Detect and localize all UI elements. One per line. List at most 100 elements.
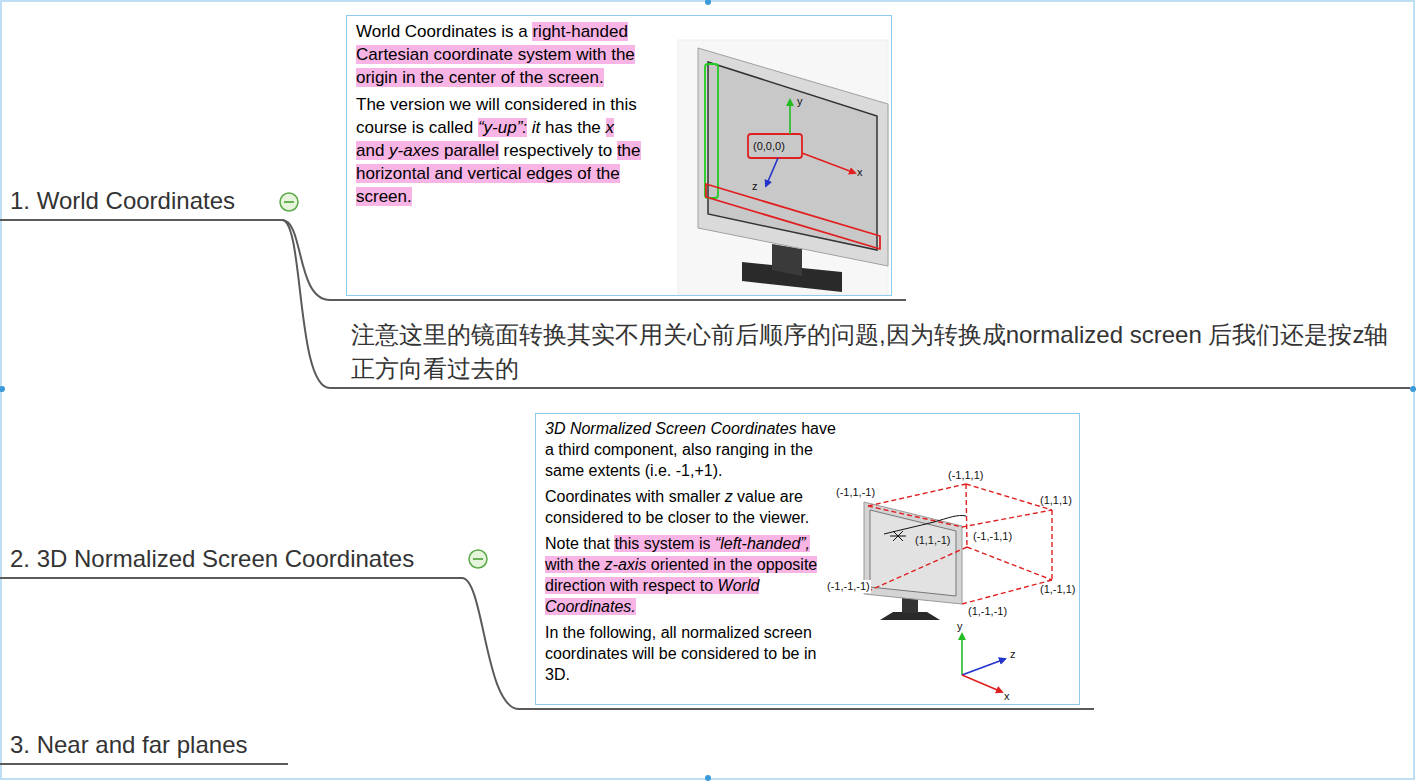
word: the xyxy=(420,68,444,87)
topic-text: 2. 3D Normalized Screen Coordinates xyxy=(10,545,414,572)
left-edge-highlight xyxy=(705,64,718,198)
axis-label: (0,0,0) xyxy=(753,140,785,153)
topic-text: 3. Near and far planes xyxy=(10,731,247,758)
word: in xyxy=(713,556,725,573)
word: in xyxy=(592,95,605,114)
icon-circle xyxy=(280,193,298,211)
word: parallel xyxy=(444,141,499,160)
word: -1,+1). xyxy=(676,462,723,479)
word: have xyxy=(801,420,836,437)
word: opposite xyxy=(757,556,818,573)
word: in xyxy=(804,645,816,662)
handle-dot xyxy=(705,0,711,5)
word: the xyxy=(617,141,641,160)
word: Coordinates xyxy=(545,488,631,505)
photo-ground xyxy=(678,40,888,294)
axis-label: (-1,1,-1) xyxy=(836,486,875,499)
highlight-space xyxy=(496,68,501,87)
word: extents xyxy=(589,462,641,479)
cube-edge xyxy=(967,547,1052,580)
axis-label: y xyxy=(957,620,963,633)
z-axis xyxy=(962,659,1005,675)
word: is xyxy=(501,22,513,41)
word: has xyxy=(545,118,572,137)
word: to xyxy=(628,509,641,526)
highlight-space xyxy=(463,164,468,183)
word: a xyxy=(518,22,527,41)
word: the xyxy=(611,45,635,64)
word: system xyxy=(644,535,695,552)
cube-edge xyxy=(866,547,967,592)
word: Coordinates xyxy=(710,420,796,437)
word: will xyxy=(476,95,500,114)
word: coordinate xyxy=(434,45,513,64)
word: Note xyxy=(545,535,579,552)
word: also xyxy=(682,441,711,458)
origin-box xyxy=(748,134,802,158)
axis-label: (1,1,1) xyxy=(1040,494,1072,507)
word: vertical xyxy=(468,164,522,183)
word: is xyxy=(699,535,711,552)
word: same xyxy=(545,462,584,479)
topic-branch: 2. 3D Normalized Screen Coordinates xyxy=(0,544,462,579)
word: z-axis xyxy=(605,556,647,573)
cube-edge xyxy=(962,510,1052,527)
word: normalized xyxy=(681,624,759,641)
word: with xyxy=(610,577,638,594)
icon-minus xyxy=(473,558,483,560)
topic-branch: 1. World Coordinates xyxy=(0,186,282,221)
word: to xyxy=(715,509,728,526)
text-column: World Coordinates is a right-handed Cart… xyxy=(356,20,641,208)
word: closer xyxy=(668,509,711,526)
word: 3D. xyxy=(545,666,570,683)
word: screen. xyxy=(548,68,604,87)
slide-paragraph: In the following, all normalized screen … xyxy=(545,622,839,685)
word: be xyxy=(646,509,664,526)
word: the xyxy=(563,624,585,641)
slide-paragraph: Note that this system is “left-handed”, … xyxy=(545,533,839,617)
highlight-space xyxy=(444,68,449,87)
word: third xyxy=(558,441,589,458)
word: and xyxy=(434,164,462,183)
word: In xyxy=(545,624,558,641)
word: all xyxy=(661,624,677,641)
word: viewer. xyxy=(759,509,809,526)
y-axis xyxy=(961,634,963,675)
word: “y-up”: xyxy=(478,118,527,137)
cube-illustration xyxy=(864,484,1052,692)
axis-label: (1,-1,1) xyxy=(1040,583,1075,596)
word: Cartesian xyxy=(356,45,429,64)
word: direction xyxy=(545,577,605,594)
word: a xyxy=(545,441,554,458)
monitor-screen xyxy=(708,62,877,250)
word: considered xyxy=(681,645,759,662)
z-axis xyxy=(766,158,778,186)
word: called xyxy=(429,118,473,137)
axis-label: x xyxy=(857,166,863,179)
word: z xyxy=(725,488,733,505)
word: is xyxy=(412,118,424,137)
word: are xyxy=(780,488,803,505)
word: course xyxy=(356,118,407,137)
word: following, xyxy=(590,624,657,641)
word: version xyxy=(390,95,445,114)
word: the xyxy=(730,556,752,573)
word: Coordinates xyxy=(405,22,497,41)
word: origin xyxy=(356,68,398,87)
branch-line xyxy=(282,220,1410,388)
monitor-bezel xyxy=(864,502,962,604)
word: of xyxy=(577,164,591,183)
word: Screen xyxy=(655,420,706,437)
axis-label: (1,-1,-1) xyxy=(968,605,1007,618)
word: considered xyxy=(545,509,623,526)
collapse-icon xyxy=(280,193,298,211)
slide-card: 3D Normalized Screen Coordinates have a … xyxy=(535,413,1080,705)
slide-paragraph: The version we will considered in this c… xyxy=(356,93,641,208)
word: to xyxy=(598,141,612,160)
monitor-bezel xyxy=(698,48,888,266)
word: edges xyxy=(526,164,572,183)
word: Coordinates. xyxy=(545,598,636,615)
